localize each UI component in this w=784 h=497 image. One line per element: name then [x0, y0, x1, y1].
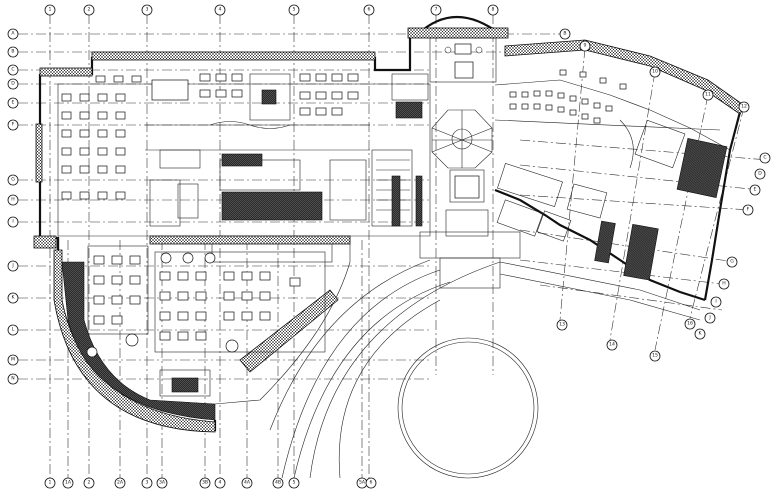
grid-label-curve: 11 [705, 92, 711, 98]
grid-label-bottom: 4B [275, 480, 281, 486]
grid-label-left: F [12, 122, 15, 128]
grid-label-left: I [12, 219, 13, 225]
grid-label-right: D [758, 171, 762, 177]
grid-label-bottom: 1 [49, 480, 52, 486]
grid-label-left: H [11, 197, 14, 203]
grid-label-bottom: 5 [293, 480, 296, 486]
grid-label-bottom: 5A [359, 480, 366, 486]
grid-label-top: 8 [492, 7, 495, 13]
grid-label-bottom: 3B [202, 480, 208, 486]
grid-label-left: M [11, 357, 15, 363]
grid-label-curve: 12 [741, 104, 747, 110]
grid-label-top: 6 [368, 7, 371, 13]
building-outline [33, 34, 431, 250]
grid-label-curve: 9 [584, 43, 587, 49]
grid-label-left: C [11, 67, 14, 73]
grid-label-left: N [11, 376, 14, 382]
grid-label-top: 3 [146, 7, 149, 13]
grid-label-top: 4 [219, 7, 222, 13]
grid-label-curve: 15 [652, 353, 658, 359]
grid-label-right: E [754, 187, 757, 193]
grid-label-right: K [698, 331, 702, 337]
grid-label-bottom: 2A [117, 480, 124, 486]
grid-label-left: K [11, 295, 15, 301]
service-core [149, 149, 423, 263]
grid-label-top: 1 [49, 7, 52, 13]
west-dining-seating [61, 75, 142, 200]
grid-bubbles-right: B C D E F G H I J K [559, 28, 771, 340]
grid-label-top: 7 [435, 7, 438, 13]
grid-bubbles-top: 1 2 3 4 5 6 7 8 [44, 4, 499, 16]
south-dining [53, 235, 351, 433]
grid-label-curve: 10 [652, 69, 658, 75]
grid-label-right: C [763, 155, 766, 161]
grid-label-right: H [722, 281, 725, 287]
south-dining-seating [86, 252, 301, 358]
entrance-dome [407, 15, 509, 83]
north-dining-seating [151, 73, 429, 121]
grid-bubbles-angled: 9 10 11 12 13 14 15 16 [556, 40, 750, 362]
grid-label-curve: 16 [687, 321, 693, 327]
grid-label-bottom: 3 [146, 480, 149, 486]
grid-label-bottom: 1A [65, 480, 72, 486]
grid-label-left: B [11, 49, 14, 55]
angled-grid-lines [519, 47, 769, 351]
grid-label-bottom: 4 [219, 480, 222, 486]
grid-label-right: J [708, 315, 710, 321]
grid-label-left: L [12, 327, 15, 333]
grid-label-left: J [11, 263, 13, 269]
grid-label-bottom: 2 [88, 480, 91, 486]
grid-label-top: 5 [293, 7, 296, 13]
grid-label-bottom: 3A [159, 480, 166, 486]
grid-label-left: A [11, 31, 15, 37]
grid-label-top: 2 [88, 7, 91, 13]
grid-label-curve: 13 [559, 322, 565, 328]
grid-label-right: G [730, 259, 734, 265]
grid-label-left: D [11, 81, 15, 87]
grid-label-left: E [12, 100, 15, 106]
grid-label-right: I [715, 299, 716, 305]
grid-bubbles-left: A B C D E F G H I J K L M N [7, 28, 19, 385]
grid-label-right: B [563, 31, 566, 37]
grid-bubbles-bottom: 1 1A 2 2A 3 3A 3B 4 4A 4B 5 5A 6 [44, 477, 377, 489]
east-wing-seating [509, 69, 627, 124]
grid-label-right: F [747, 207, 750, 213]
grid-label-left: G [11, 177, 15, 183]
grid-label-bottom: 4A [244, 480, 251, 486]
grid-label-bottom: 6 [370, 480, 373, 486]
driveway [269, 231, 701, 479]
central-lobby [431, 109, 493, 237]
east-wing [494, 39, 746, 302]
grid-label-curve: 14 [609, 342, 615, 348]
